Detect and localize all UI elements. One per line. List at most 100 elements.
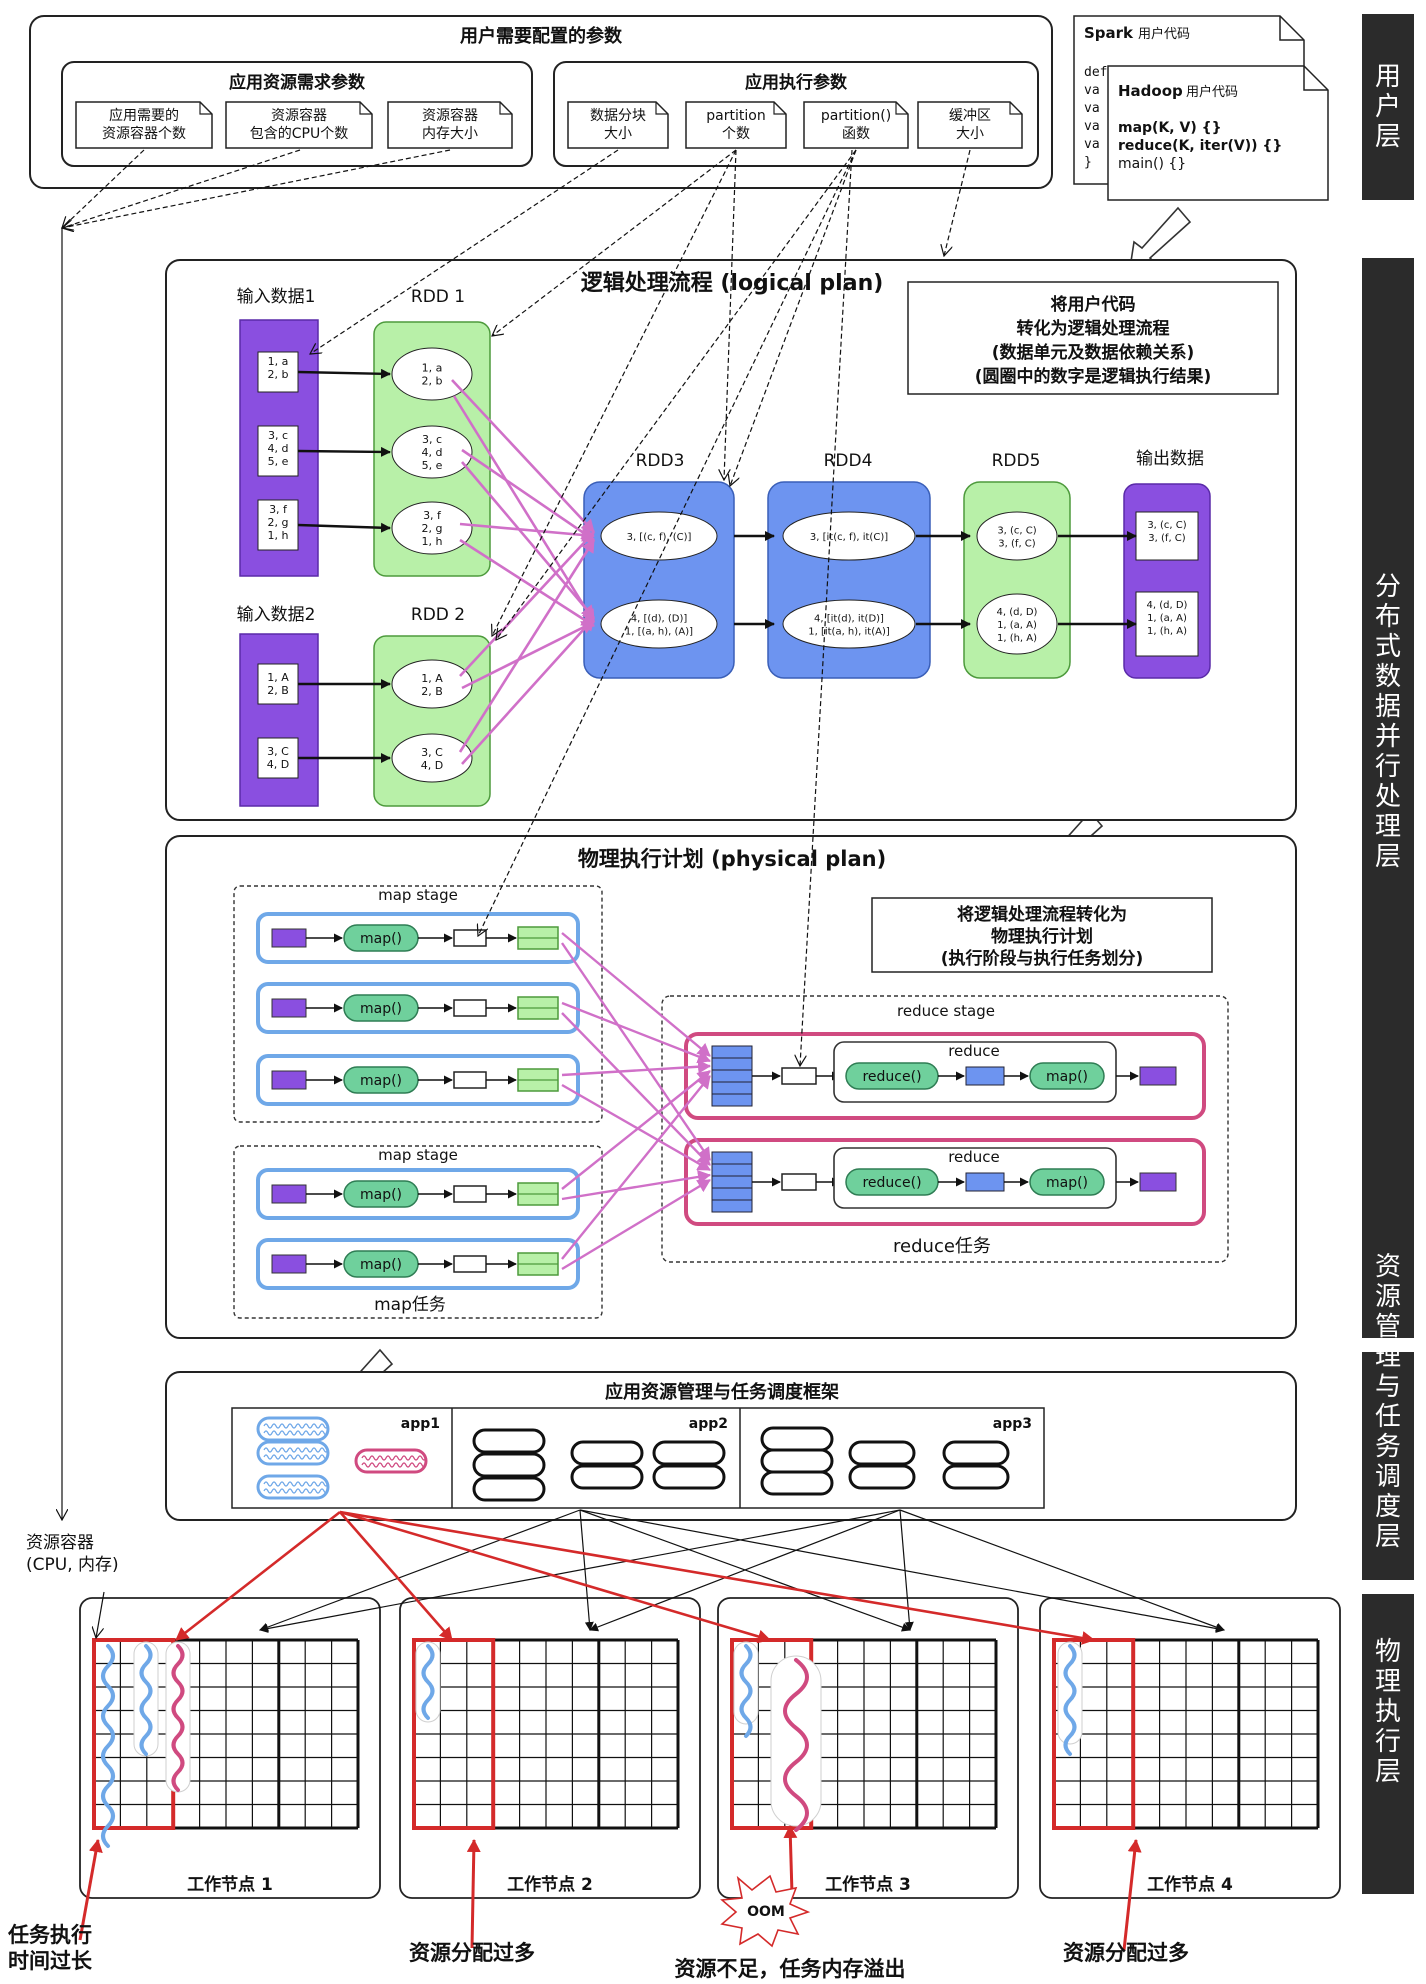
- rdd1-partition-text: 1, a: [422, 362, 443, 375]
- app1-label: app1: [401, 1416, 440, 1432]
- map-buffer: [453, 1255, 487, 1273]
- rdd1-partition-text: 1, h: [422, 535, 443, 548]
- exec-param-card-label: partition(): [821, 108, 891, 124]
- map-input-block: [271, 1070, 307, 1090]
- app2-label: app2: [689, 1416, 728, 1432]
- reduce-mid-block: [965, 1066, 1005, 1086]
- resource-param-card-label: 内存大小: [422, 126, 478, 142]
- map-input-block: [271, 1254, 307, 1274]
- rdd4-partition-text: 4, [it(d), it(D)]: [814, 614, 884, 625]
- rdd3-partition: [600, 511, 718, 561]
- input1-block-text: 4, d: [268, 442, 289, 455]
- band-user: [1362, 14, 1414, 200]
- reduce-mid-block: [965, 1172, 1005, 1192]
- app2-container: [652, 1464, 726, 1490]
- hadoop-code-line: map(K, V) {}: [1118, 120, 1222, 136]
- reduce-inner-label: reduce: [948, 1148, 1000, 1166]
- resource-param-card: [387, 101, 513, 149]
- physical-note-line: 将逻辑处理流程转化为: [957, 904, 1127, 925]
- resource-param-card: [75, 101, 213, 149]
- app2-container: [570, 1464, 644, 1490]
- rdd4-partition-text: 3, [it(c, f), it(C)]: [810, 532, 888, 543]
- rdd1-label: RDD 1: [411, 287, 465, 307]
- reduce-input-segment: [711, 1187, 753, 1201]
- rdd1-partition-text: 2, b: [422, 375, 443, 388]
- rdd3-partition: [600, 599, 718, 649]
- exec-param-card: [917, 101, 1023, 149]
- rdd2-partition: [391, 733, 473, 783]
- physical-plan-panel: 物理执行计划 (physical plan) 将逻辑处理流程转化为物理执行计划(…: [165, 835, 1297, 1339]
- output-block: [1135, 591, 1199, 657]
- hadoop-subtitle: 用户代码: [1186, 84, 1238, 100]
- resource-param-card-label: 包含的CPU个数: [250, 126, 348, 142]
- logical-note-box: [907, 281, 1279, 395]
- worker-node: [79, 1597, 381, 1899]
- oom-label: OOM: [747, 1904, 785, 1920]
- worker-node-label: 工作节点 4: [1147, 1874, 1233, 1895]
- physical-note-line: 物理执行计划: [991, 926, 1093, 947]
- output-block-text: 3, (c, C): [1147, 520, 1186, 531]
- allocated-container: [412, 1638, 496, 1830]
- rdd1-partition-text: 3, c: [422, 433, 442, 446]
- input2-block-text: 2, B: [267, 684, 289, 697]
- logical-note-line: 转化为逻辑处理流程: [1017, 318, 1170, 339]
- reduce-input-segment: [711, 1163, 753, 1177]
- reduce-stage-label: reduce stage: [897, 1002, 995, 1020]
- task-wave: [1063, 1644, 1077, 1756]
- container-label: 资源容器: [26, 1533, 94, 1553]
- app3-container: [760, 1448, 834, 1474]
- reduce-map-function-label: map(): [1046, 1069, 1088, 1085]
- output-block-text: 4, (d, D): [1147, 600, 1188, 611]
- hadoop-title: Hadoop: [1118, 82, 1183, 100]
- exec-params-title: 应用执行参数: [745, 72, 848, 93]
- rdd2-partition-text: 2, B: [421, 685, 443, 698]
- reduce-input-segment: [711, 1151, 753, 1165]
- input2-label: 输入数据2: [237, 605, 316, 625]
- rdd5-partition-text: 3, (f, C): [998, 539, 1035, 550]
- map-stage-2-label: map stage: [378, 1146, 458, 1164]
- rdd5-partition-text: 1, (h, A): [997, 633, 1037, 644]
- rdd4-label: RDD4: [824, 451, 873, 471]
- worker-node-label: 工作节点 3: [825, 1874, 911, 1895]
- map-buffer: [453, 1185, 487, 1203]
- rdd1-partition-text: 3, f: [423, 509, 442, 522]
- rdd2-partition-text: 3, C: [421, 746, 443, 759]
- worker-node: [1039, 1597, 1341, 1899]
- reduce-input-segment: [711, 1093, 753, 1107]
- rdd1-partition-text: 2, g: [422, 522, 443, 535]
- resource-param-card-label: 应用需要的: [109, 107, 179, 124]
- input1-block-text: 1, h: [268, 529, 289, 542]
- logical-note-line: (圆圈中的数字是逻辑执行结果): [975, 366, 1212, 387]
- rdd1-partition-text: 5, e: [422, 459, 443, 472]
- band-distributed: [1362, 258, 1414, 1338]
- app3-label: app3: [993, 1416, 1032, 1432]
- rdd5-label: RDD5: [992, 451, 1041, 471]
- exec-param-card-label: 缓冲区: [949, 108, 991, 124]
- annotation-long-runtime: 时间过长: [8, 1949, 93, 1973]
- map-buffer: [453, 1071, 487, 1089]
- task-wave: [101, 1644, 115, 1848]
- logical-plan-panel: 逻辑处理流程 (logical plan) 将用户代码转化为逻辑处理流程(数据单…: [165, 259, 1297, 821]
- worker-node-label: 工作节点 1: [187, 1874, 273, 1895]
- reduce-inner-label: reduce: [948, 1042, 1000, 1060]
- rdd4-partition: [782, 511, 916, 561]
- task-wave: [739, 1644, 753, 1738]
- reduce-stage: [661, 995, 1229, 1263]
- input1-block-text: 3, f: [269, 503, 288, 516]
- rdd3-partition-text: 4, [(d), (D)]: [631, 614, 688, 625]
- reduce-output-block: [1139, 1172, 1177, 1192]
- annotation-oom: 资源不足，任务内存溢出: [675, 1957, 906, 1981]
- rdd2-partition-text: 1, A: [421, 672, 443, 685]
- reduce-map-function: [1029, 1062, 1105, 1090]
- reduce-buffer: [781, 1067, 817, 1085]
- reduce-function-label: reduce(): [862, 1069, 921, 1085]
- spark-code-line: va: [1084, 137, 1100, 152]
- rdd4-partition: [782, 599, 916, 649]
- app3-container: [848, 1464, 916, 1490]
- rdd5-partition: [976, 511, 1058, 561]
- input1-block: [257, 499, 299, 551]
- param-dependency-arrows: [62, 149, 971, 1638]
- app3-container: [942, 1440, 1010, 1466]
